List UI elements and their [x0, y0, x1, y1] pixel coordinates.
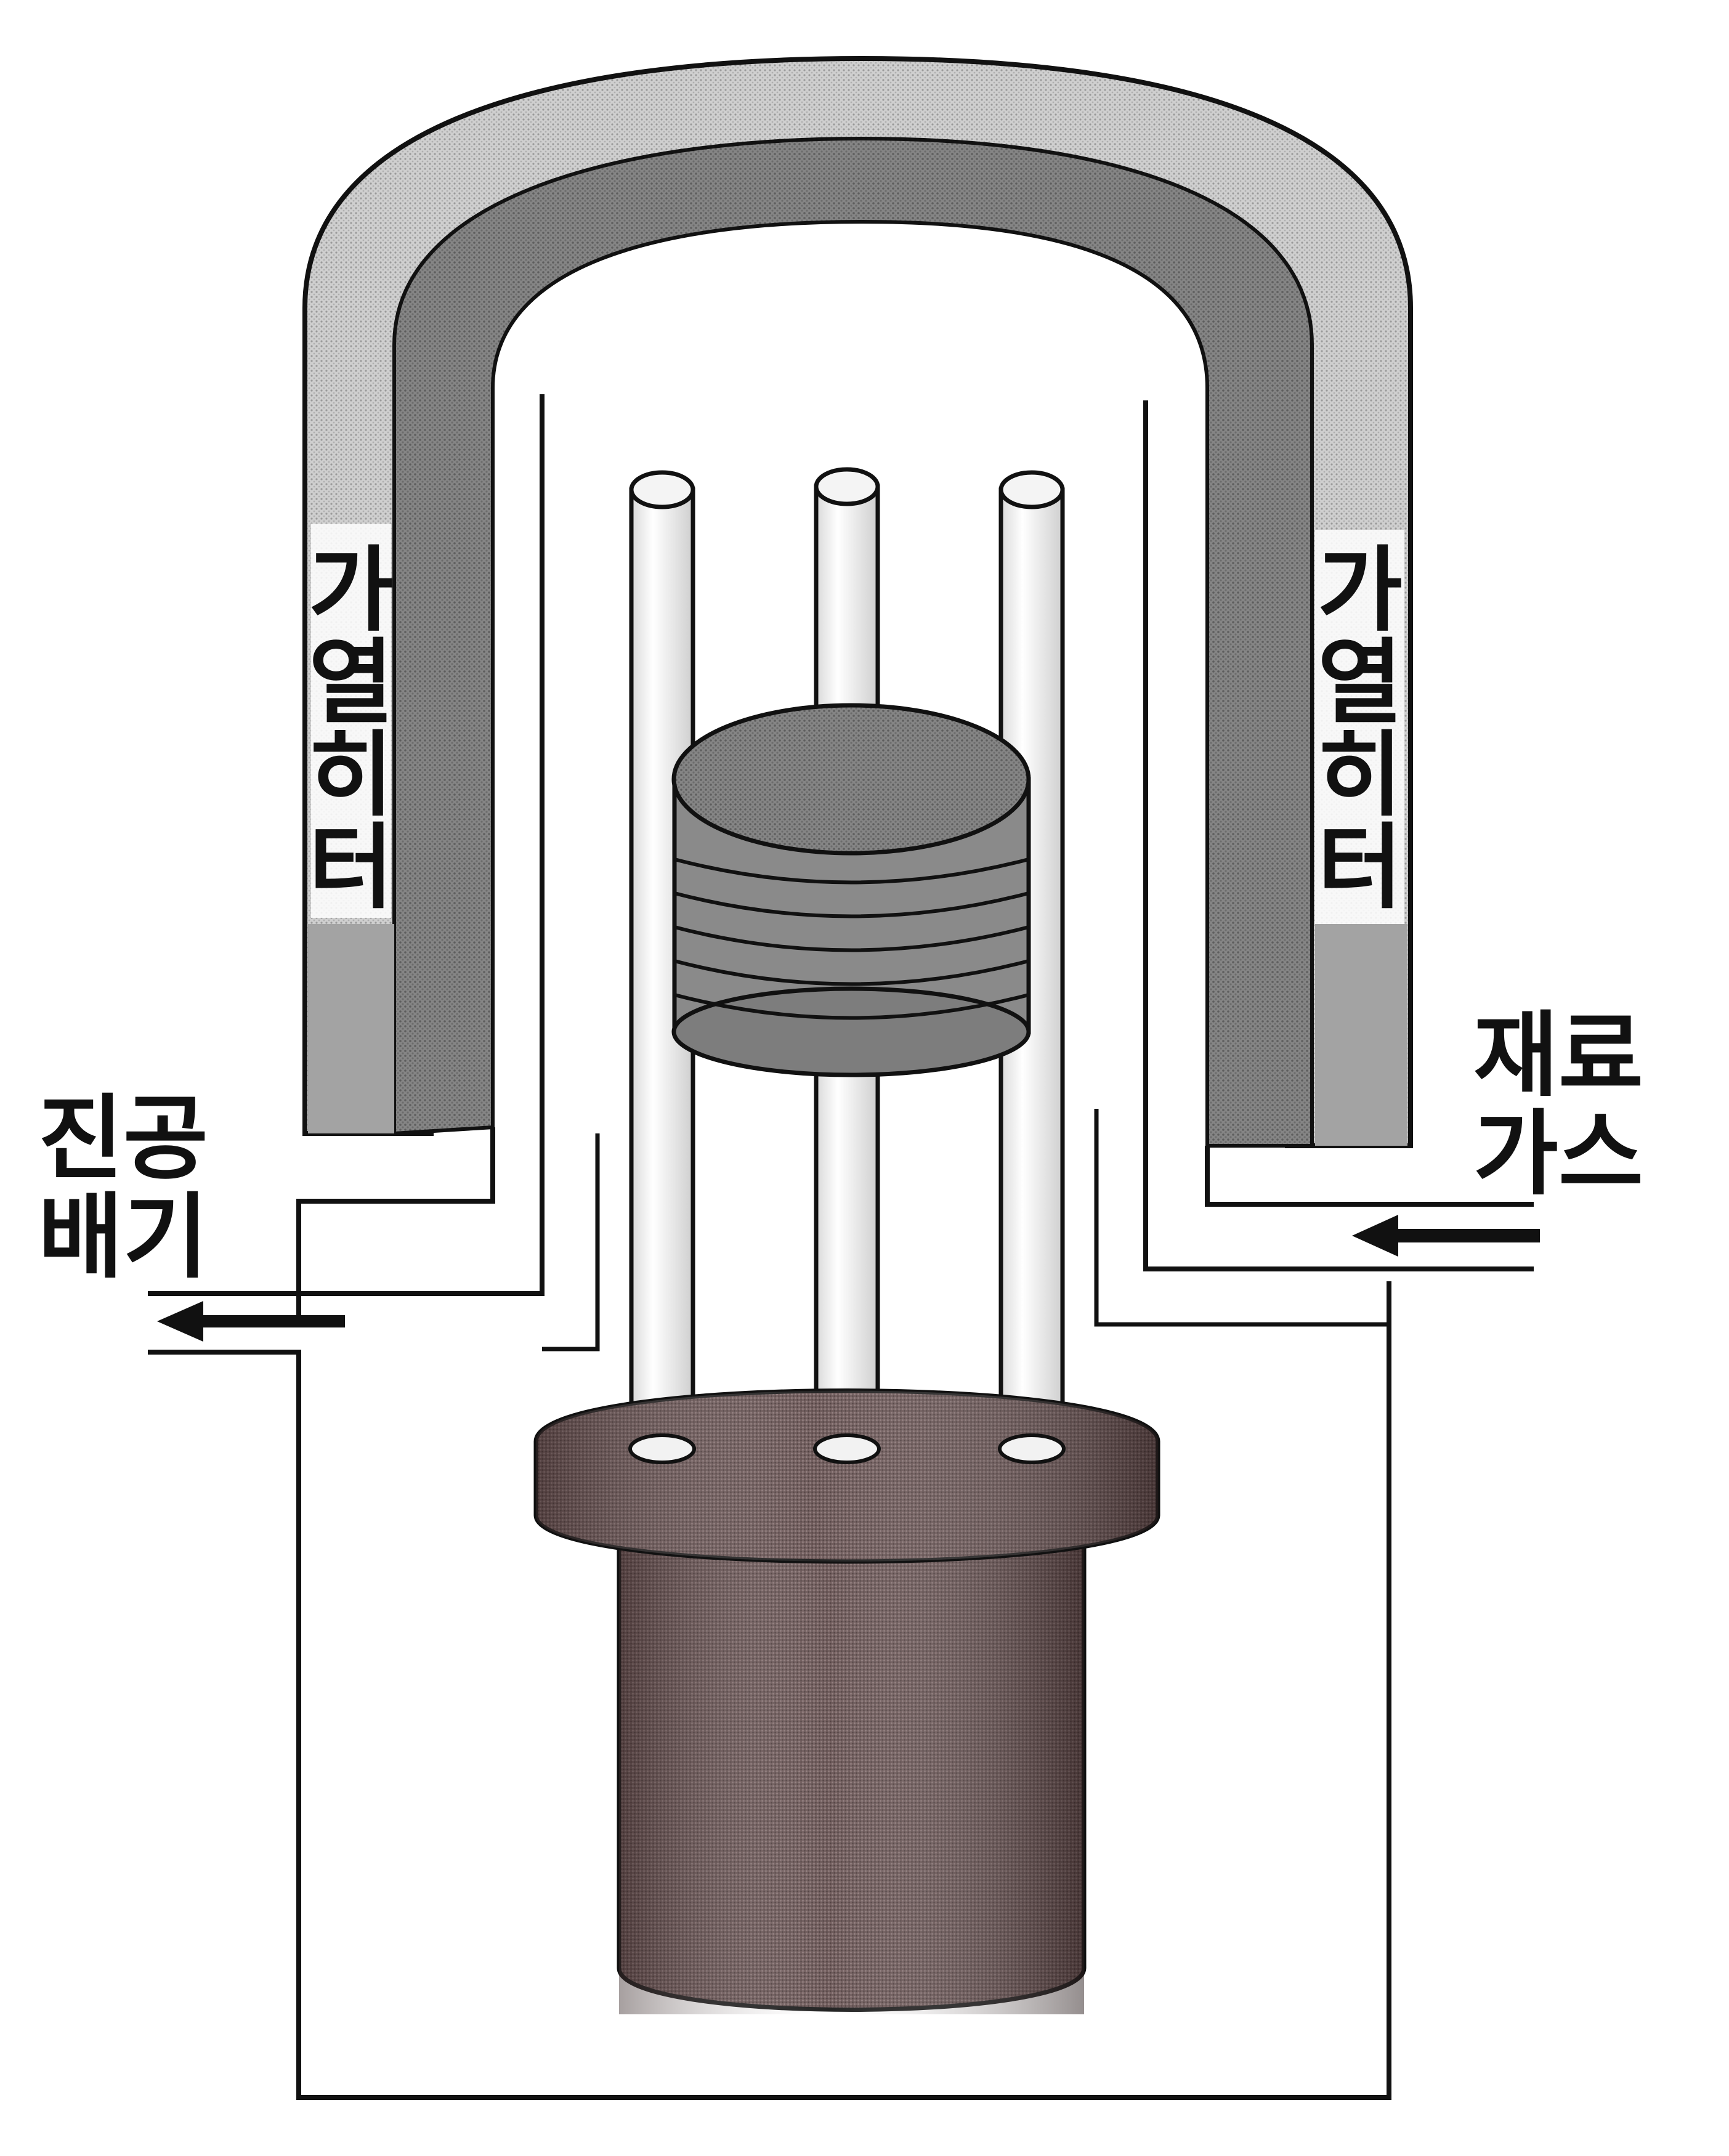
- rod-left-base: [630, 1435, 694, 1462]
- heater-right-char-4: 터: [1318, 814, 1403, 922]
- rod-right-top: [1001, 472, 1063, 507]
- source-gas-arrow: [1352, 1215, 1540, 1257]
- vacuum-exhaust-line-2: 배기: [38, 1184, 208, 1291]
- vacuum-exhaust-arrow: [157, 1301, 345, 1342]
- source-gas-line-1: 재료: [1473, 1002, 1643, 1109]
- wafer-stack: [674, 705, 1029, 1075]
- heater-right-label: 가 열 히 터: [1318, 537, 1403, 922]
- rod-right-base: [1000, 1435, 1064, 1462]
- wafer-stack-top: [674, 705, 1029, 853]
- rod-center-base: [815, 1435, 879, 1462]
- source-gas-label: 재료 가스: [1473, 1002, 1643, 1208]
- vacuum-exhaust-label: 진공 배기: [38, 1085, 208, 1291]
- rod-center-top: [816, 469, 878, 504]
- pedestal-flange-shade: [536, 1391, 1158, 1562]
- heater-right-char-2: 열: [1318, 630, 1403, 737]
- heater-left-char-4: 터: [309, 814, 394, 922]
- heater-right-char-1: 가: [1318, 537, 1403, 644]
- chamber-left-wall: [299, 1127, 493, 1318]
- rod-left-top: [631, 472, 693, 507]
- pedestal: [536, 1391, 1158, 2015]
- heater-left-char-1: 가: [309, 537, 394, 644]
- heater-right-dark-block: [1315, 924, 1407, 1146]
- vacuum-exhaust-line-1: 진공: [38, 1085, 208, 1193]
- source-gas-line-2: 가스: [1473, 1101, 1643, 1208]
- heater-left-char-2: 열: [309, 630, 394, 737]
- baffle-left: [542, 1133, 597, 1349]
- pedestal-column-shade: [619, 1540, 1084, 2014]
- wafer-stack-bottom: [674, 989, 1029, 1075]
- heater-left-char-3: 히: [309, 722, 394, 829]
- heater-left-label: 가 열 히 터: [309, 537, 394, 922]
- heater-right-char-3: 히: [1318, 722, 1403, 829]
- heater-left-dark-block: [308, 924, 394, 1133]
